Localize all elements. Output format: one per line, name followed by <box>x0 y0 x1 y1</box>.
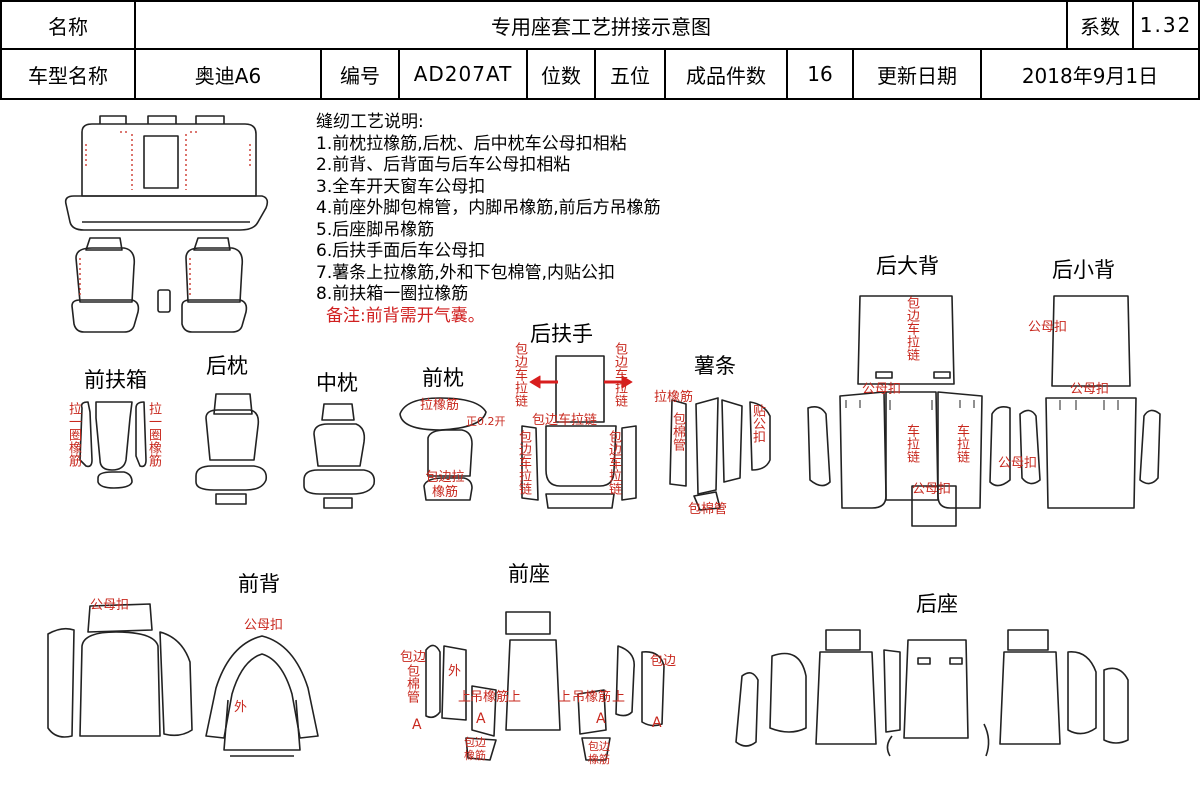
label-mf-buckle-big-back-bottom: 公母扣 <box>912 482 952 497</box>
rear-headrest-drawing <box>195 393 268 505</box>
rear-seat-drawing <box>735 629 1129 757</box>
date-value: 2018年9月1日 <box>980 48 1200 100</box>
model-label: 车型名称 <box>0 48 136 100</box>
section-rear-headrest: 后枕 <box>206 354 248 378</box>
label-edge-front-seat-right: 包边 <box>650 654 677 669</box>
middle-headrest-drawing <box>303 403 376 509</box>
note-item-1: 1.前枕拉橡筋,后枕、后中枕车公母扣相粘 <box>316 133 627 154</box>
label-edge-zipper-right-side: 包边车拉链 <box>606 430 621 495</box>
label-edge-elastic-right: 包边橡筋 <box>588 740 610 766</box>
label-open-02: 正0.2开 <box>466 415 506 428</box>
label-mf-buckle-small-back-mid: 公母扣 <box>1070 382 1110 397</box>
label-edge-elastic-left: 包边橡筋 <box>464 736 486 762</box>
section-middle-headrest: 中枕 <box>316 371 358 395</box>
label-mf-buckle-small-back-side: 公母扣 <box>998 456 1038 471</box>
front-back-drawing <box>47 603 319 757</box>
label-zipper-big-back-right: 车拉链 <box>954 424 969 463</box>
coef-label: 系数 <box>1066 0 1134 50</box>
rear-small-back-drawing <box>1019 295 1161 509</box>
label-wrap-elastic: 包边拉橡筋 <box>425 470 465 500</box>
label-up-front-seat-right: 上 <box>612 690 626 705</box>
label-edge-zipper-big-back: 包边车拉链 <box>904 296 919 361</box>
header-table: 名称 专用座套工艺拼接示意图 系数 1.32 车型名称 奥迪A6 编号 AD20… <box>0 0 1200 100</box>
label-zipper-big-back-left: 车拉链 <box>904 424 919 463</box>
label-up-front-seat-mid-right: 上 <box>558 690 572 705</box>
rear-big-back-drawing <box>807 295 1011 527</box>
section-front-headrest: 前枕 <box>422 366 464 390</box>
label-a-mid-right: A <box>596 711 606 727</box>
section-front-armrest-box: 前扶箱 <box>84 368 147 392</box>
section-rear-small-back: 后小背 <box>1052 258 1115 282</box>
date-label: 更新日期 <box>852 48 982 100</box>
label-edge-zipper-horizontal: 包边车拉链 <box>532 413 598 428</box>
label-a-right: A <box>652 715 662 731</box>
label-mf-buckle-big-back-top: 公母扣 <box>862 382 902 397</box>
model-value: 奥迪A6 <box>134 48 322 100</box>
section-front-back: 前背 <box>238 572 280 596</box>
pieces-label: 成品件数 <box>664 48 788 100</box>
notes-heading: 缝纫工艺说明: <box>316 112 424 132</box>
note-item-8: 8.前扶箱一圈拉橡筋 <box>316 284 469 304</box>
label-hang-elastic-left: 吊橡筋 <box>470 690 510 705</box>
section-rear-big-back: 后大背 <box>876 254 939 278</box>
front-seat-drawing <box>425 611 665 761</box>
label-mf-buckle-small-back-top: 公母扣 <box>1028 320 1068 335</box>
note-item-5: 5.后座脚吊橡筋 <box>316 219 435 240</box>
section-fries-strip: 薯条 <box>694 354 736 378</box>
label-up-front-seat-left: 上 <box>458 690 472 705</box>
seat-overview-drawing <box>64 115 269 333</box>
note-item-4: 4.前座外脚包棉管，内脚吊橡筋,前后方吊橡筋 <box>316 198 661 218</box>
note-item-3: 3.全车开天窗车公母扣 <box>316 176 486 197</box>
label-a-mid-left: A <box>476 711 486 727</box>
fries-strip-drawing <box>669 397 771 511</box>
label-mf-buckle-front-back-arch: 公母扣 <box>244 618 284 633</box>
note-remark: 备注:前背需开气囊。 <box>326 305 485 326</box>
label-pull-ring-elastic-left: 拉一圈橡筋 <box>66 402 81 467</box>
front-headrest-drawing <box>399 397 487 501</box>
sewing-notes: 缝纫工艺说明: 1.前枕拉橡筋,后枕、后中枕车公母扣相粘 2.前背、后背面与后车… <box>316 112 661 327</box>
seats-label: 位数 <box>526 48 596 100</box>
section-rear-seat: 后座 <box>916 592 958 616</box>
label-pull-elastic-fries: 拉橡筋 <box>654 390 694 405</box>
section-front-seat: 前座 <box>508 562 550 586</box>
label-mf-buckle-front-back: 公母扣 <box>90 598 130 613</box>
label-edge-cotton-tube-fries: 包棉管 <box>670 412 685 451</box>
label-stick-male-buckle: 贴公扣 <box>750 404 765 443</box>
note-item-7: 7.薯条上拉橡筋,外和下包棉管,内贴公扣 <box>316 262 616 283</box>
label-outer-front-back: 外 <box>234 700 248 715</box>
label-edge-cotton-tube-front-seat: 包棉管 <box>404 664 419 703</box>
label-pull-ring-elastic-right: 拉一圈橡筋 <box>146 402 161 467</box>
label-cotton-tube-bottom: 包棉管 <box>688 502 728 517</box>
label-edge-zipper-right-top: 包边车拉链 <box>612 342 627 407</box>
front-armrest-box-drawing <box>79 401 147 489</box>
label-edge-front-seat-left: 包边 <box>400 650 427 665</box>
rear-armrest-drawing <box>521 355 637 509</box>
label-hang-elastic-right: 吊橡筋 <box>572 690 612 705</box>
label-edge-zipper-left-top: 包边车拉链 <box>512 342 527 407</box>
note-item-6: 6.后扶手面后车公母扣 <box>316 241 486 261</box>
label-a-left: A <box>412 717 422 733</box>
label-outer-front-seat: 外 <box>448 664 462 679</box>
label-edge-zipper-left-side: 包边车拉链 <box>516 430 531 495</box>
code-value: AD207AT <box>398 48 528 100</box>
label-up-front-seat-mid-left: 上 <box>508 690 522 705</box>
label-pull-elastic-headrest: 拉橡筋 <box>420 398 460 413</box>
section-rear-armrest: 后扶手 <box>530 322 593 346</box>
note-item-2: 2.前背、后背面与后车公母扣相粘 <box>316 155 571 175</box>
